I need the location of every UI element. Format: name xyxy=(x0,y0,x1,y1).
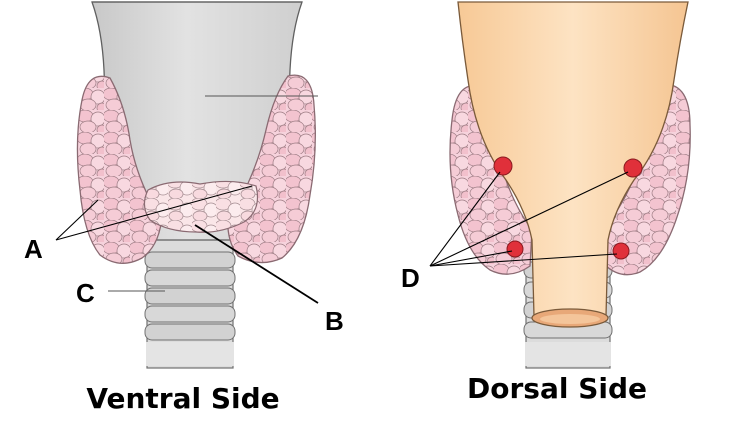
parathyroid-upper-right xyxy=(623,158,643,178)
label-a-pointer-1 xyxy=(55,199,99,241)
parathyroid-glands xyxy=(493,156,643,260)
label-d-pointer-2 xyxy=(429,171,629,267)
label-d: D xyxy=(401,263,420,293)
caption-dorsal-side: Dorsal Side xyxy=(467,372,647,405)
label-d-pointer-3 xyxy=(429,250,513,267)
dorsal-view: D Dorsal Side xyxy=(401,1,691,405)
ventral-isthmus xyxy=(143,180,259,233)
parathyroid-upper-left xyxy=(493,156,513,176)
label-a: A xyxy=(24,234,43,264)
ventral-view: A B C Ventral Side xyxy=(24,1,344,415)
label-c: C xyxy=(76,278,95,308)
label-b: B xyxy=(325,306,344,336)
caption-ventral-side: Ventral Side xyxy=(86,382,279,415)
parathyroid-lower-right xyxy=(612,242,630,260)
parathyroid-lower-left xyxy=(506,240,524,258)
label-d-pointer-1 xyxy=(429,171,501,267)
ventral-trachea xyxy=(144,237,236,369)
label-a-pointer-2 xyxy=(55,185,253,241)
label-d-pointer-4 xyxy=(429,253,618,267)
label-b-pointer xyxy=(194,224,319,304)
